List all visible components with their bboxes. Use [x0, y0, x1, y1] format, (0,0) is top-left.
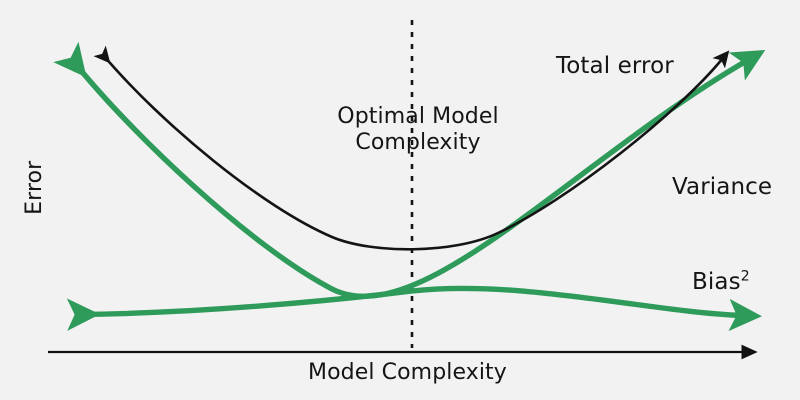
bias-squared-label: Bias2 [692, 269, 750, 296]
bias-squared-curve [66, 285, 762, 332]
optimal-label-line2: Complexity [355, 129, 481, 155]
y-axis-title: Error [22, 160, 48, 215]
optimal-label-line1: Optimal Model [337, 104, 499, 129]
x-axis-title: Model Complexity [308, 360, 507, 385]
total-error-label: Total error [556, 53, 674, 79]
variance-curve [53, 41, 766, 299]
bias-squared-label-exponent: 2 [740, 268, 750, 285]
total-error-curve [93, 45, 730, 251]
variance-label: Variance [672, 174, 773, 200]
bias-squared-label-base: Bias [692, 269, 741, 295]
